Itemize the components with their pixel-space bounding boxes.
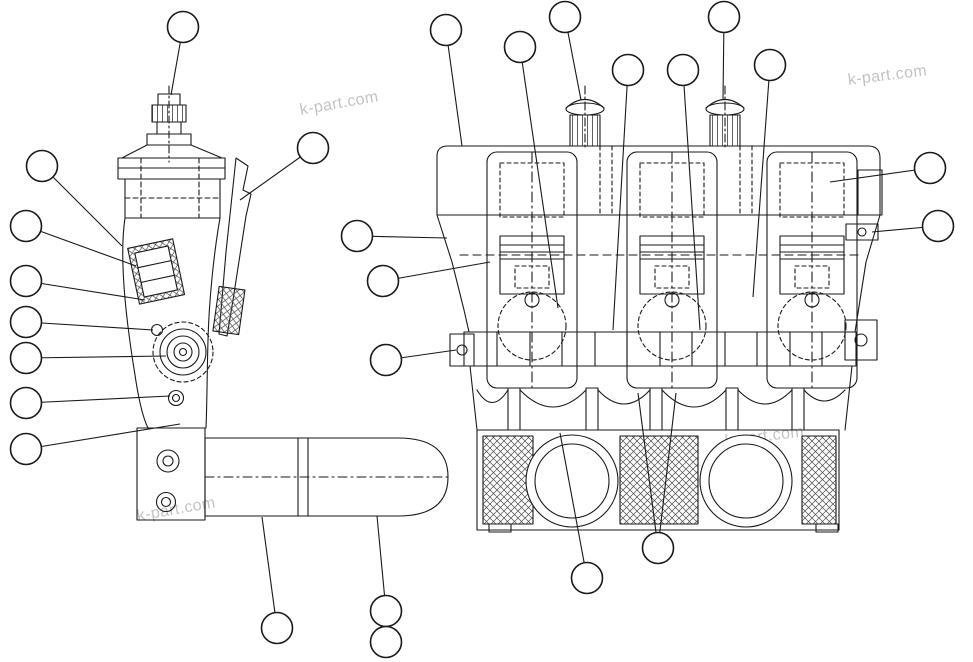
seal-ring xyxy=(167,389,185,407)
callout-leader-line-5 xyxy=(25,280,146,301)
callout-balloon-23[interactable] xyxy=(366,264,400,298)
callout-balloon-15[interactable] xyxy=(548,0,582,34)
callout-leader-line-9 xyxy=(25,423,181,450)
callout-leader-line-17 xyxy=(682,69,701,331)
callout-balloon-8[interactable] xyxy=(9,386,43,420)
callout-leader-line-16 xyxy=(612,69,629,331)
callout-leader-line-26 xyxy=(637,392,659,549)
callout-leader-line-10 xyxy=(261,516,278,629)
callout-balloon-12[interactable] xyxy=(369,625,403,659)
coil-spring xyxy=(152,321,214,383)
filter-element xyxy=(127,238,186,305)
callout-leader-line-26 xyxy=(657,392,677,549)
cylinder-tower-3 xyxy=(766,151,858,389)
callout-leader-line-25 xyxy=(559,432,588,579)
callout-balloon-10[interactable] xyxy=(260,611,294,645)
engine-block-assembly-drawing xyxy=(436,85,883,533)
callout-balloon-4[interactable] xyxy=(9,209,43,243)
callout-leader-line-6 xyxy=(25,321,154,331)
callout-leader-line-7 xyxy=(25,355,167,359)
plug-small xyxy=(150,323,164,337)
callout-balloons-layer xyxy=(9,0,955,659)
crankcase-bottom xyxy=(476,429,840,533)
callout-balloon-26[interactable] xyxy=(641,531,675,565)
callout-leader-line-23 xyxy=(382,261,491,282)
callout-balloon-1[interactable] xyxy=(166,10,200,44)
crankcase-webs xyxy=(469,365,853,431)
filler-cap-left xyxy=(565,98,605,147)
callout-leader-line-14 xyxy=(519,46,559,309)
callout-balloon-24[interactable] xyxy=(369,343,403,377)
callout-balloon-14[interactable] xyxy=(503,30,537,64)
cylinder-tower-1 xyxy=(486,151,578,389)
callout-balloon-7[interactable] xyxy=(9,341,43,375)
callout-balloon-3[interactable] xyxy=(25,149,59,183)
pump-mounting-block xyxy=(117,157,226,219)
callout-leader-line-3 xyxy=(41,165,123,247)
left-side-bracket xyxy=(449,333,475,367)
callout-balloon-6[interactable] xyxy=(9,305,43,339)
injection-pump-assembly-drawing xyxy=(117,85,449,521)
callout-leader-line-4 xyxy=(25,225,137,267)
callout-leader-line-19 xyxy=(752,64,771,298)
callout-balloon-22[interactable] xyxy=(340,219,374,253)
callout-leader-line-8 xyxy=(25,395,171,404)
top-housing xyxy=(436,145,883,216)
callout-balloon-19[interactable] xyxy=(753,48,787,82)
block-left-edge xyxy=(436,214,470,333)
callout-leader-line-20 xyxy=(829,167,931,183)
callout-balloon-9[interactable] xyxy=(9,432,43,466)
callout-balloon-2[interactable] xyxy=(296,131,330,165)
callout-balloon-25[interactable] xyxy=(570,561,604,595)
watermark-text: k-part.com xyxy=(847,62,928,89)
callout-leader-line-13 xyxy=(445,29,463,147)
right-side-bracket xyxy=(844,223,879,361)
middle-flange-band xyxy=(463,331,857,367)
callout-balloon-17[interactable] xyxy=(666,53,700,87)
callout-balloon-18[interactable] xyxy=(707,0,741,34)
callout-balloon-13[interactable] xyxy=(429,13,463,47)
callout-balloon-20[interactable] xyxy=(913,151,947,185)
callout-balloon-11[interactable] xyxy=(369,594,403,628)
callout-balloon-16[interactable] xyxy=(611,53,645,87)
block-right-edge xyxy=(854,214,881,333)
watermark-text: k-part.com xyxy=(299,88,380,119)
pump-body-outline xyxy=(122,217,221,429)
cylinder-tower-2 xyxy=(626,151,718,389)
injector-stack xyxy=(121,93,223,159)
callout-balloon-21[interactable] xyxy=(921,209,955,243)
callout-balloon-5[interactable] xyxy=(9,264,43,298)
side-bracket xyxy=(212,157,252,337)
pump-barrel xyxy=(204,437,449,517)
